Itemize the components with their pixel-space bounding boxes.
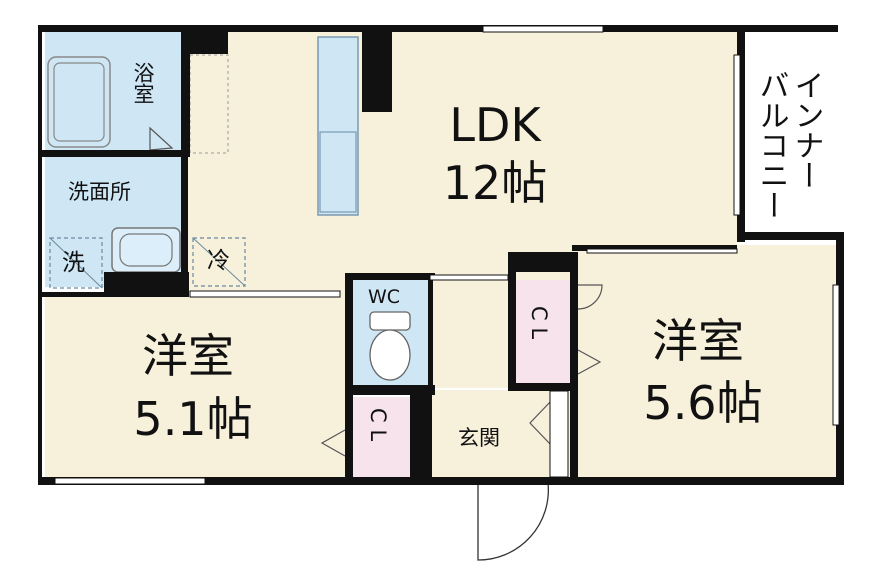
- east-room-name: 洋室: [652, 314, 744, 368]
- sink-icon: [319, 131, 357, 213]
- windows: [54, 25, 840, 485]
- walls: [38, 25, 844, 485]
- washer-label: 洗: [62, 250, 85, 276]
- shoebox-door-icon: [529, 399, 553, 447]
- entry-label: 玄関: [458, 426, 500, 450]
- closet-door-2-icon: [577, 349, 602, 375]
- fridge-cross-icon: [192, 237, 246, 287]
- west-room-size: 5.1帖: [133, 392, 253, 446]
- closet-2-label: C L: [366, 408, 391, 442]
- closet-door-icon: [577, 284, 603, 310]
- closet-2-floor: [352, 397, 410, 477]
- east-room-floor: [578, 245, 836, 477]
- fridge-label: 冷: [207, 248, 230, 274]
- east-room-size: 5.6帖: [643, 376, 763, 430]
- ldk-name: LDK: [449, 98, 541, 152]
- washbasin-inner-icon: [119, 233, 173, 267]
- closet-1-floor: [515, 280, 575, 385]
- entry-floor: [432, 390, 572, 477]
- bath-label: 浴室: [131, 62, 156, 104]
- ldk-size: 12帖: [442, 156, 548, 210]
- kitchen-counter-icon: [317, 36, 359, 216]
- bathtub-inner-icon: [53, 62, 105, 142]
- fridge-box-icon: [192, 237, 246, 287]
- toilet-tank-icon: [369, 311, 411, 331]
- balcony-label-line1: インナー: [788, 70, 824, 190]
- closet-1-label: C L: [527, 306, 552, 340]
- bathtub-icon: [47, 56, 111, 148]
- closet-door-3-icon: [320, 429, 346, 457]
- west-room-floor: [45, 297, 345, 477]
- balcony-label-line2: バルコニー: [753, 70, 789, 220]
- toilet-bowl-icon: [369, 329, 411, 381]
- west-room-name: 洋室: [142, 329, 234, 383]
- wash-label: 洗面所: [68, 180, 131, 204]
- balcony-floor: [742, 32, 834, 232]
- bath-door-icon: [149, 126, 174, 151]
- wc-label: WC: [368, 286, 401, 308]
- washer-box-icon: [49, 237, 103, 289]
- hall-floor: [432, 280, 512, 388]
- entry-door-swing-icon: [477, 482, 550, 561]
- washer-cross-icon: [49, 237, 103, 289]
